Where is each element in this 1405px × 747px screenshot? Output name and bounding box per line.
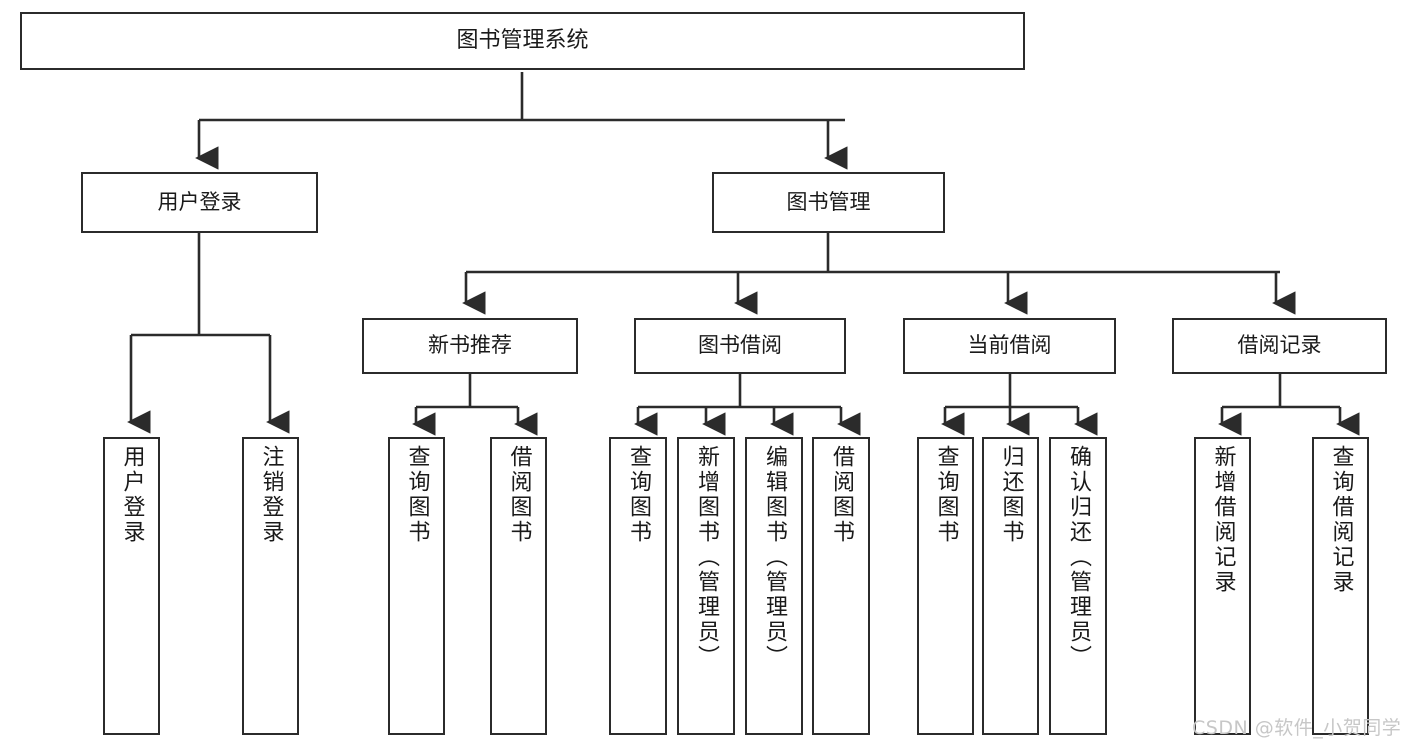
node-leaf-query-book-1[interactable]: 查询图书 (388, 437, 445, 735)
node-label: 借阅图书 (829, 445, 854, 545)
node-book-management[interactable]: 图书管理 (712, 172, 945, 233)
node-label: 查询图书 (404, 445, 430, 545)
node-label: 确认归还（管理员） (1066, 445, 1091, 670)
node-label: 图书管理系统 (456, 27, 589, 53)
node-leaf-query-record[interactable]: 查询借阅记录 (1312, 437, 1369, 735)
node-book-borrow[interactable]: 图书借阅 (634, 318, 846, 374)
node-leaf-borrow-book-2[interactable]: 借阅图书 (812, 437, 870, 735)
node-leaf-query-book-3[interactable]: 查询图书 (917, 437, 974, 735)
node-root-system[interactable]: 图书管理系统 (20, 12, 1025, 70)
node-leaf-confirm-return[interactable]: 确认归还（管理员） (1049, 437, 1107, 735)
node-label: 图书管理 (786, 189, 871, 214)
node-label: 借阅图书 (506, 445, 532, 545)
node-leaf-edit-book[interactable]: 编辑图书（管理员） (745, 437, 803, 735)
node-leaf-user-login[interactable]: 用户登录 (103, 437, 160, 735)
node-label: 借阅记录 (1237, 333, 1322, 358)
node-leaf-add-book[interactable]: 新增图书（管理员） (677, 437, 735, 735)
node-label: 用户登录 (157, 189, 242, 214)
csdn-watermark: CSDN @软件_小贺同学 (1192, 717, 1402, 739)
node-label: 新增图书（管理员） (694, 445, 719, 670)
node-label: 当前借阅 (967, 333, 1052, 358)
node-current-borrow[interactable]: 当前借阅 (903, 318, 1116, 374)
node-label: 编辑图书（管理员） (762, 445, 787, 670)
node-leaf-borrow-book-1[interactable]: 借阅图书 (490, 437, 547, 735)
node-label: 用户登录 (119, 445, 145, 545)
node-label: 新增借阅记录 (1210, 445, 1236, 595)
node-label: 图书借阅 (698, 333, 782, 358)
node-leaf-return-book[interactable]: 归还图书 (982, 437, 1039, 735)
node-new-book-recommend[interactable]: 新书推荐 (362, 318, 578, 374)
node-label: 查询借阅记录 (1328, 445, 1354, 595)
node-borrow-record[interactable]: 借阅记录 (1172, 318, 1387, 374)
node-user-login[interactable]: 用户登录 (81, 172, 318, 233)
node-label: 查询图书 (933, 445, 959, 545)
node-leaf-logout[interactable]: 注销登录 (242, 437, 299, 735)
node-label: 查询图书 (626, 445, 651, 545)
node-leaf-query-book-2[interactable]: 查询图书 (609, 437, 667, 735)
node-leaf-add-record[interactable]: 新增借阅记录 (1194, 437, 1251, 735)
node-label: 归还图书 (998, 445, 1024, 545)
node-label: 新书推荐 (428, 333, 512, 358)
node-label: 注销登录 (258, 445, 284, 545)
